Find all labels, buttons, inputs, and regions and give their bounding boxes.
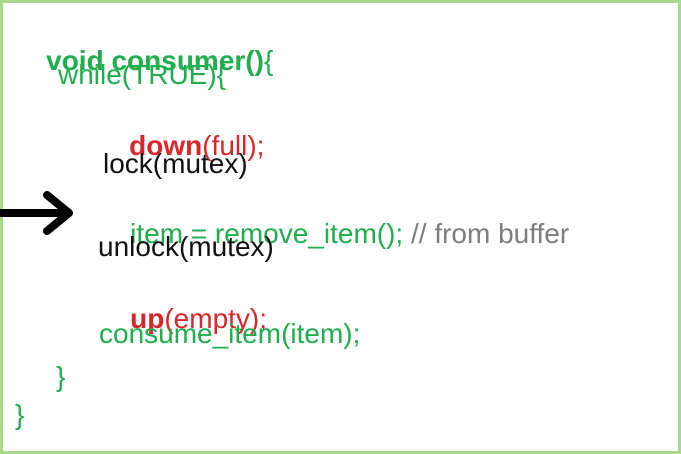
code-comment: // from buffer	[403, 218, 570, 249]
code-line-close-function: }	[15, 399, 25, 430]
code-line-down: down(full);	[98, 104, 264, 188]
code-line-close-while: }	[56, 361, 66, 392]
up-args: (empty);	[164, 303, 268, 334]
down-args: (full);	[202, 130, 265, 161]
function-signature: void consumer()	[46, 45, 264, 76]
right-arrow-icon	[0, 191, 73, 235]
code-line-lock: lock(mutex)	[103, 148, 248, 179]
code-line-remove-item: item = remove_item(); // from buffer	[99, 192, 569, 276]
code-line-up: up(empty);	[99, 277, 267, 361]
up-call: up	[130, 303, 165, 334]
open-brace: {	[263, 45, 274, 76]
down-call: down	[129, 130, 203, 161]
code-line-while: while(TRUE){	[58, 59, 227, 90]
code-line-consume-item: consume_item(item);	[99, 318, 361, 349]
code-line-function-signature: void consumer(){	[15, 19, 273, 103]
code-line-unlock: unlock(mutex)	[98, 231, 274, 262]
remove-item-statement: item = remove_item();	[130, 218, 404, 249]
